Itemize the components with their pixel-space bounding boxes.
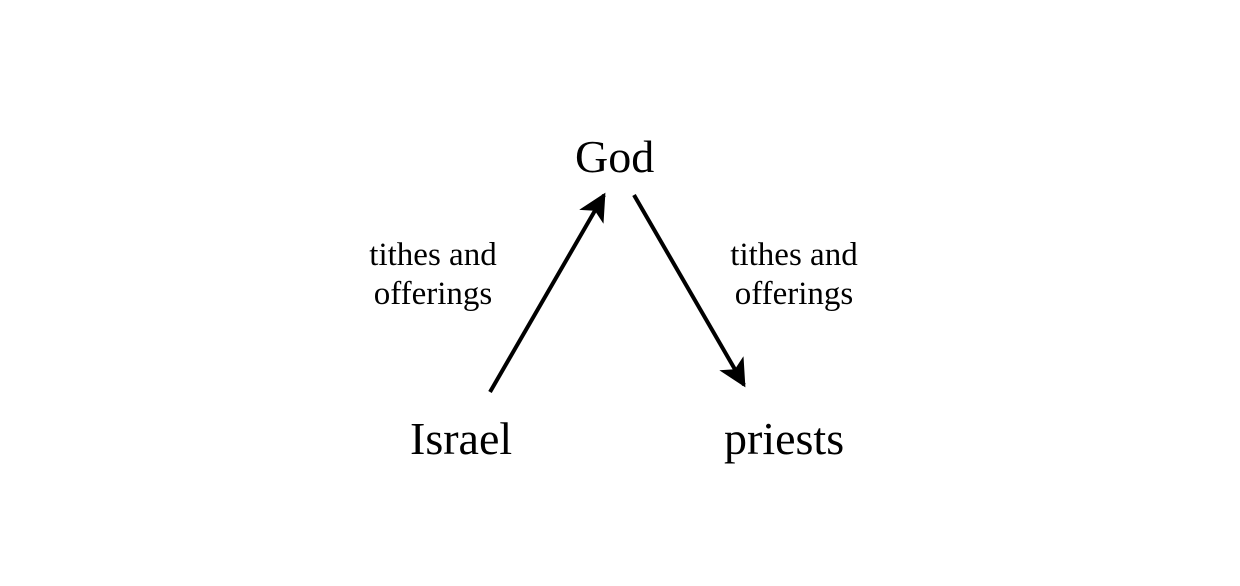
node-priests: priests [724,416,844,462]
edge-label-israel-god: tithes and offerings [358,236,508,314]
edge-label-line2: offerings [734,276,854,312]
edge-label-line1: tithes and [730,237,858,273]
arrow-israel-to-god [488,192,606,394]
edge-label-god-priests: tithes and offerings [719,236,869,314]
node-israel-label: Israel [410,413,513,464]
edge-label-line1: tithes and [369,237,497,273]
edge-label-line2: offerings [373,276,493,312]
arrow-god-to-priests [632,193,746,388]
node-god-label: God [575,131,655,182]
node-priests-label: priests [724,413,845,464]
node-israel: Israel [410,416,512,462]
node-god: God [575,134,654,180]
